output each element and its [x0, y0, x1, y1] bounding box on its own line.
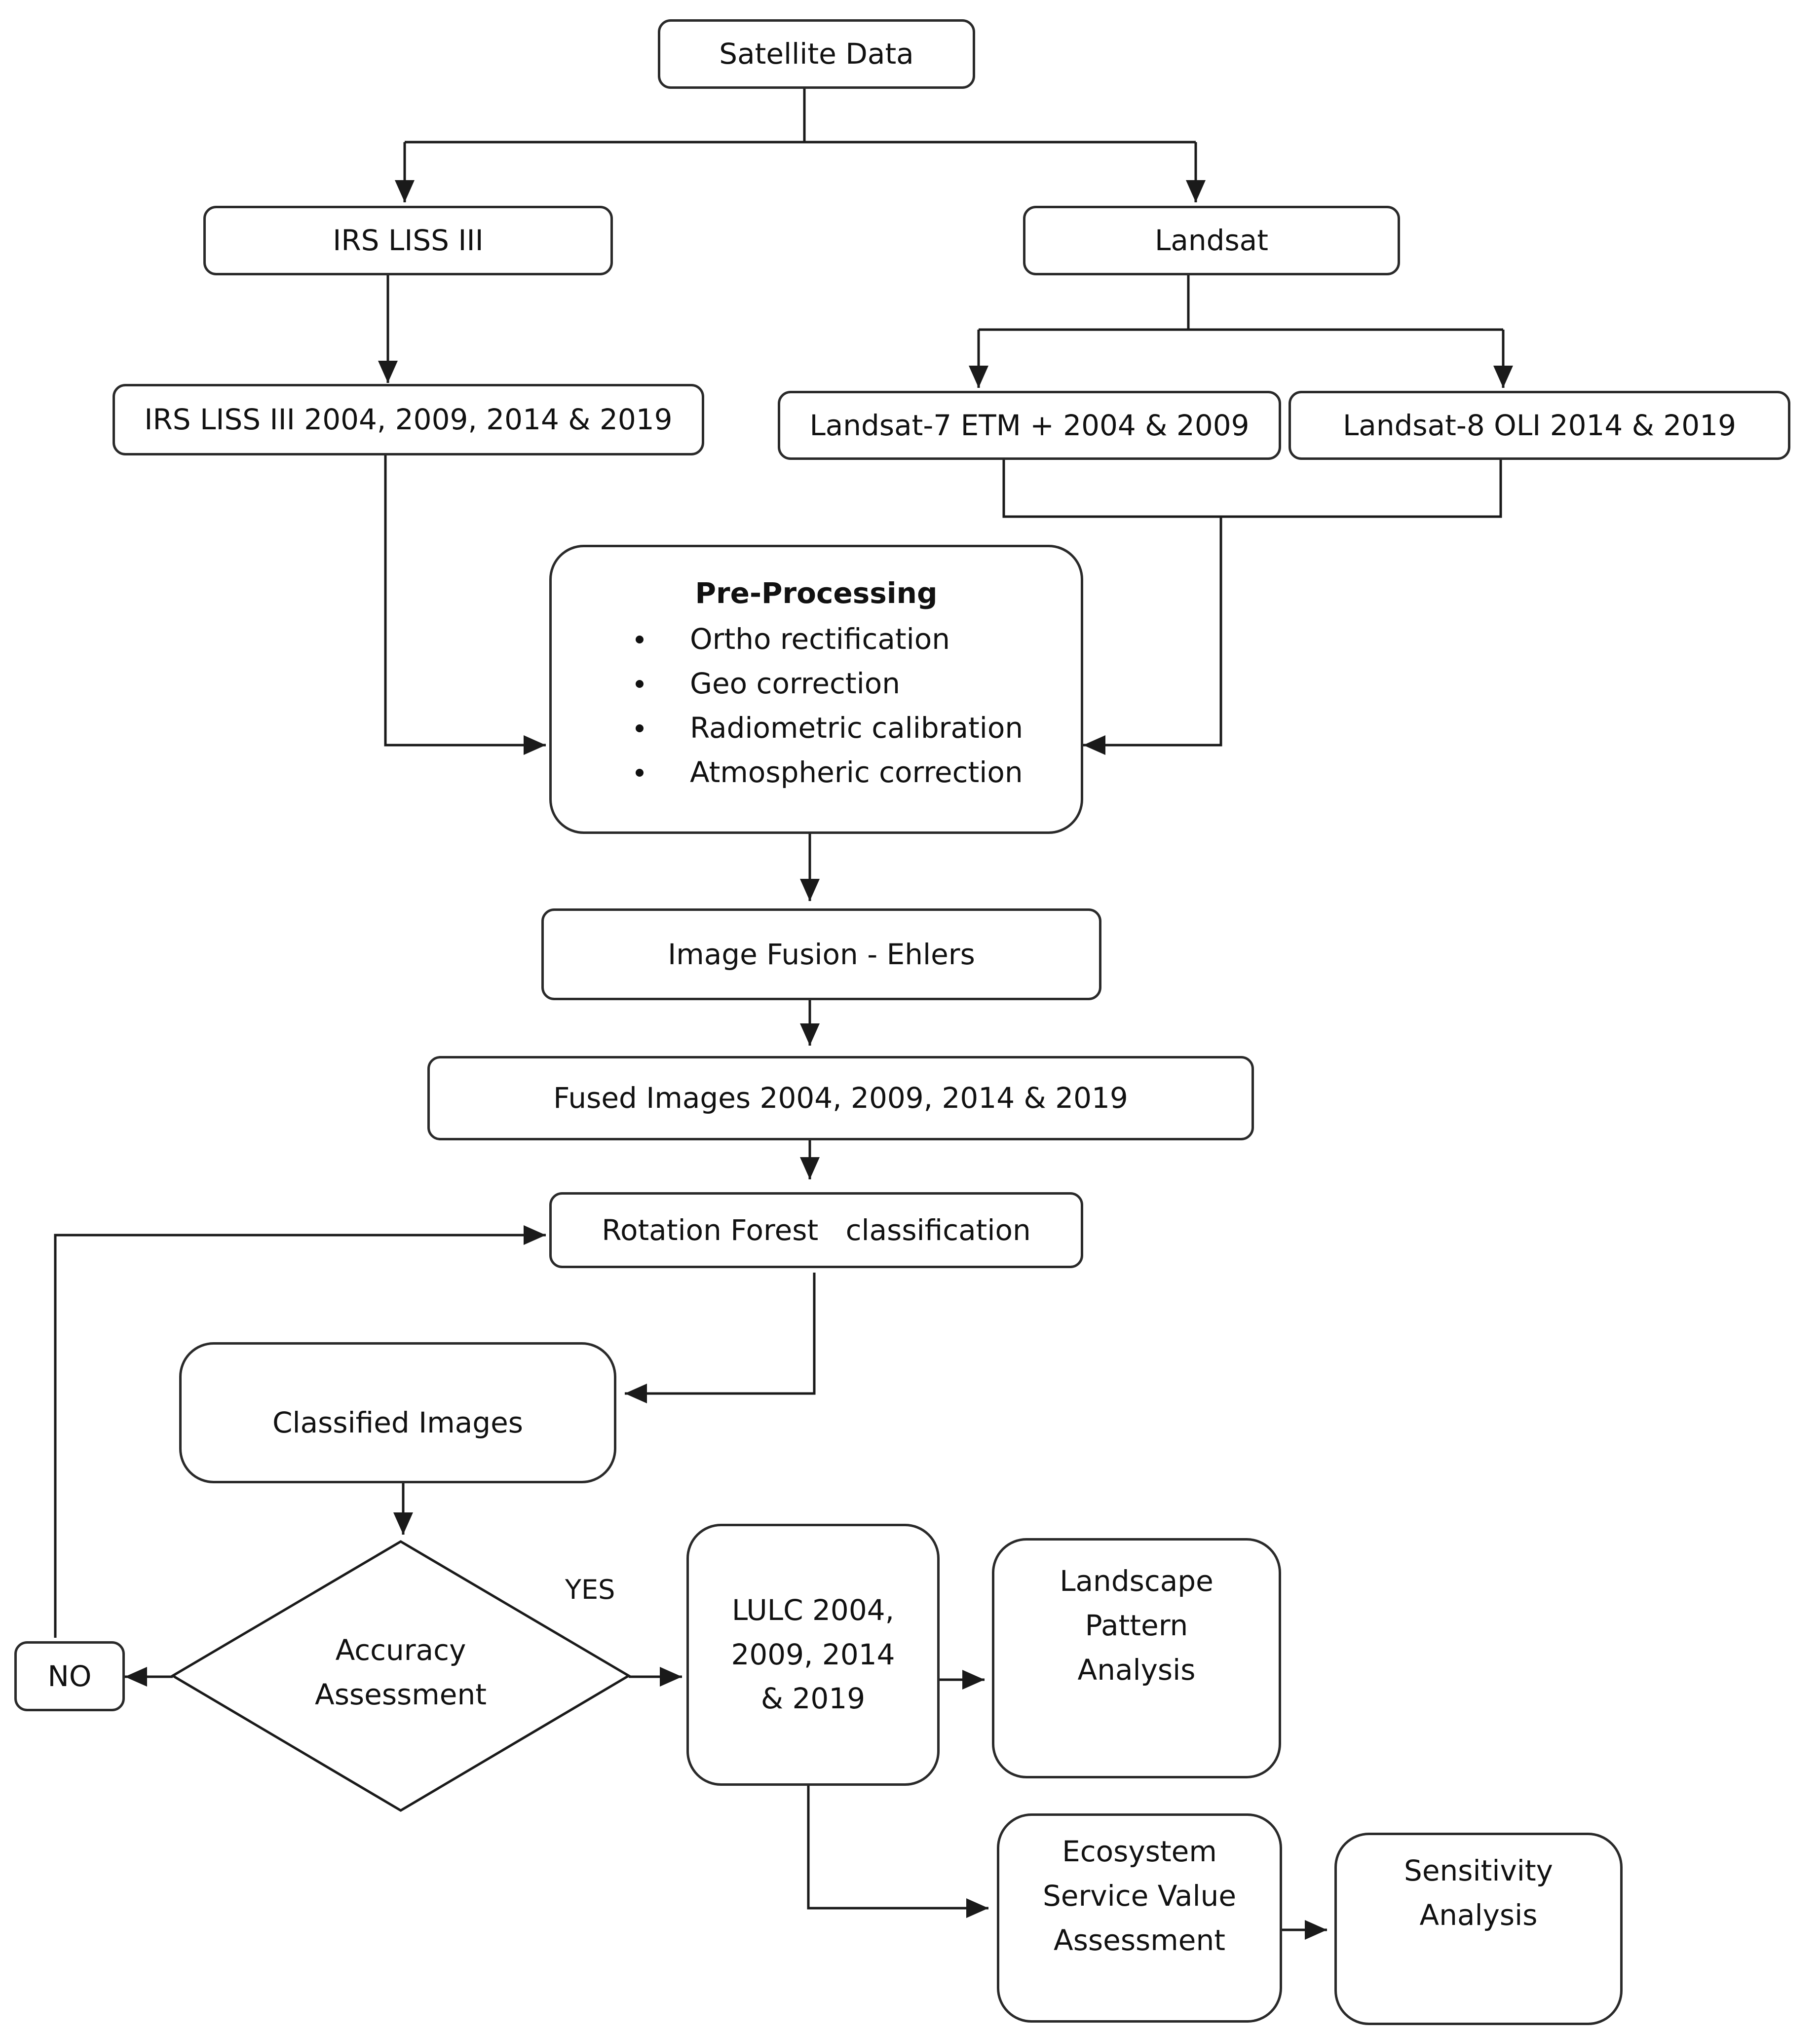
preprocessing-title: Pre-Processing [695, 576, 938, 610]
accuracy-line: Accuracy [335, 1633, 466, 1667]
yes-label: YES [565, 1574, 615, 1605]
sensitivity-line: Analysis [1419, 1898, 1538, 1932]
lulc-line: 2009, 2014 [731, 1637, 895, 1671]
node-preprocessing: Pre-Processing Ortho rectification Geo c… [549, 545, 1083, 834]
node-fused-images: Fused Images 2004, 2009, 2014 & 2019 [427, 1056, 1254, 1140]
node-image-fusion: Image Fusion - Ehlers [541, 908, 1101, 1000]
lulc-line: & 2019 [760, 1682, 866, 1716]
ecosystem-line: Assessment [1054, 1923, 1225, 1957]
node-sensitivity: Sensitivity Analysis [1334, 1833, 1623, 2025]
node-satellite-data-label: Satellite Data [719, 37, 914, 71]
preprocessing-step: Ortho rectification [636, 617, 1023, 661]
arrow-rotation-to-classified [625, 1273, 816, 1403]
accuracy-assessment-label: Accuracy Assessment [253, 1628, 549, 1717]
landscape-line: Landscape [1060, 1564, 1213, 1598]
arrow-no-to-rotation [54, 1225, 546, 1638]
node-irs-liss-label: IRS LISS III [333, 224, 484, 257]
node-classified-images: Classified Images [179, 1342, 616, 1483]
connector-landsat-merge [1002, 459, 1502, 518]
node-irs-years-label: IRS LISS III 2004, 2009, 2014 & 2019 [144, 403, 673, 436]
ecosystem-line: Ecosystem [1062, 1835, 1217, 1868]
preprocessing-step: Radiometric calibration [636, 706, 1023, 750]
preprocessing-step-label: Atmospheric correction [690, 755, 1023, 789]
arrow-irs-to-preproc [384, 454, 546, 755]
bullet-icon [636, 724, 644, 732]
node-landsat-label: Landsat [1155, 224, 1268, 257]
node-fused-images-label: Fused Images 2004, 2009, 2014 & 2019 [553, 1081, 1128, 1115]
arrow-landsat-to-preproc [1083, 517, 1222, 755]
node-ecosystem-service: Ecosystem Service Value Assessment [997, 1813, 1282, 2023]
preprocessing-steps: Ortho rectification Geo correction Radio… [636, 617, 1023, 794]
sensitivity-line: Sensitivity [1404, 1854, 1553, 1887]
node-no: NO [14, 1641, 125, 1711]
node-rotation-forest-label: Rotation Forest classification [602, 1213, 1031, 1247]
arrow-lulc-to-ecosystem [807, 1783, 988, 1918]
preprocessing-step-label: Radiometric calibration [690, 711, 1024, 745]
preprocessing-step-label: Geo correction [690, 667, 900, 700]
node-landsat: Landsat [1023, 206, 1400, 275]
preprocessing-step-label: Ortho rectification [690, 622, 950, 656]
node-rotation-forest: Rotation Forest classification [549, 1192, 1083, 1268]
node-no-label: NO [47, 1659, 92, 1693]
lulc-line: LULC 2004, [731, 1593, 895, 1627]
connector-landsat-split [979, 274, 1503, 331]
node-landsat7-label: Landsat-7 ETM + 2004 & 2009 [809, 408, 1250, 442]
node-irs-years: IRS LISS III 2004, 2009, 2014 & 2019 [113, 384, 704, 455]
node-irs-liss: IRS LISS III [203, 206, 613, 275]
node-lulc: LULC 2004, 2009, 2014 & 2019 [686, 1524, 940, 1786]
bullet-icon [636, 636, 644, 643]
ecosystem-line: Service Value [1042, 1879, 1237, 1913]
node-classified-images-label: Classified Images [272, 1405, 524, 1439]
accuracy-line: Assessment [315, 1677, 487, 1711]
landscape-line: Analysis [1077, 1653, 1196, 1687]
node-landsat8-label: Landsat-8 OLI 2014 & 2019 [1342, 408, 1737, 442]
node-landsat8: Landsat-8 OLI 2014 & 2019 [1289, 391, 1790, 460]
node-satellite-data: Satellite Data [658, 19, 975, 89]
bullet-icon [636, 769, 644, 777]
connector-satellite-split [405, 88, 1196, 144]
preprocessing-step: Atmospheric correction [636, 750, 1023, 794]
landscape-line: Pattern [1085, 1608, 1188, 1642]
node-image-fusion-label: Image Fusion - Ehlers [668, 937, 975, 971]
accuracy-decision-diamond [170, 1540, 631, 1812]
bullet-icon [636, 680, 644, 688]
node-landsat7: Landsat-7 ETM + 2004 & 2009 [778, 391, 1281, 460]
preprocessing-step: Geo correction [636, 661, 1023, 706]
node-landscape-pattern: Landscape Pattern Analysis [992, 1538, 1281, 1778]
